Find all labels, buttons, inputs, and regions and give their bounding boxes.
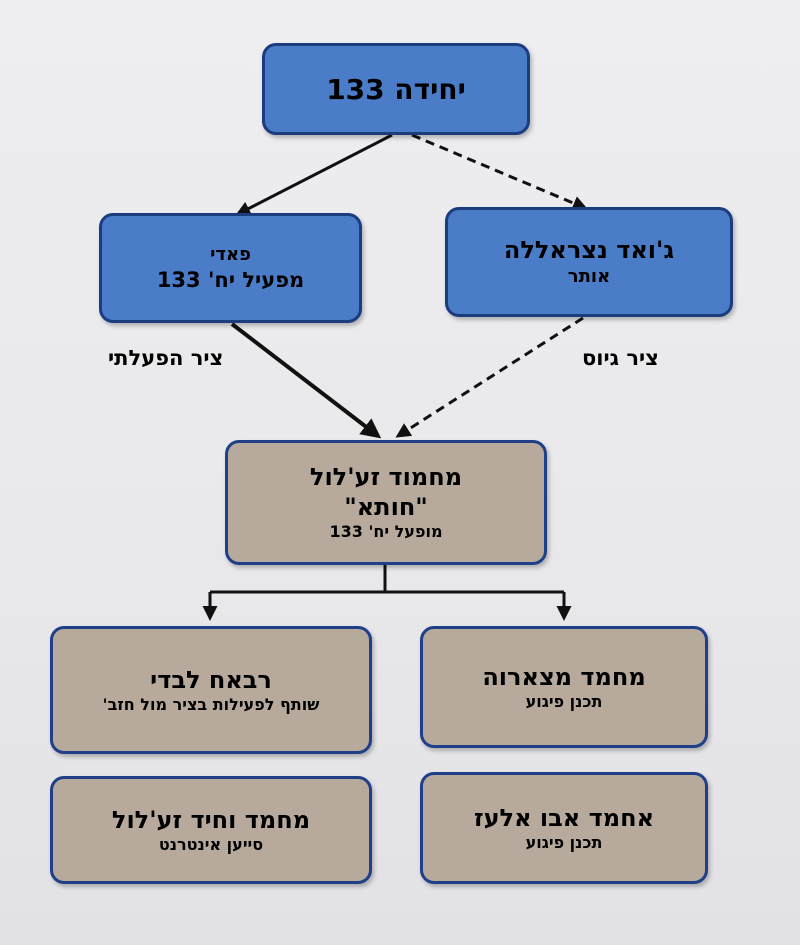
- fadi-role: מפעיל יח' 133: [156, 267, 305, 292]
- mahmoud-box: מחמוד זע'לול "חותא" מופעל יח' 133: [225, 440, 547, 565]
- jawad-role: אותר: [567, 266, 611, 288]
- mahmad-wahid-box: מחמד וחיד זע'לול סייען אינטרנט: [50, 776, 372, 884]
- ahmad-name: אחמד אבו אלעז: [473, 803, 655, 832]
- ahmad-box: אחמד אבו אלעז תכנן פיגוע: [420, 772, 708, 884]
- mahmad-masarwa-box: מחמד מצארוה תכנן פיגוע: [420, 626, 708, 748]
- unit-box: יחידה 133: [262, 43, 530, 135]
- unit-title: יחידה 133: [326, 72, 466, 106]
- mahmoud-nickname: "חותא": [344, 493, 428, 522]
- fadi-name: פאדי: [210, 244, 251, 266]
- jawad-name: ג'ואד נצראללה: [503, 236, 675, 265]
- rabah-box: רבאח לבדי שותף לפעילות בציר מול חזב': [50, 626, 372, 754]
- mahmad-masarwa-name: מחמד מצארוה: [482, 662, 646, 691]
- operational-link-label: ציר הפעלתי: [108, 346, 224, 370]
- arrow-unit-to-fadi: [235, 133, 393, 216]
- arrow-fadi-to-mahmoud: [230, 322, 382, 439]
- rabah-name: רבאח לבדי: [150, 665, 272, 694]
- fadi-box: פאדי מפעיל יח' 133: [99, 213, 362, 323]
- rabah-role: שותף לפעילות בציר מול חזב': [102, 694, 320, 714]
- recruitment-link-label: ציר גיוס: [582, 346, 659, 370]
- arrow-unit-to-jawad: [411, 133, 588, 211]
- mahmad-wahid-name: מחמד וחיד זע'לול: [111, 805, 311, 834]
- mahmad-masarwa-role: תכנן פיגוע: [525, 691, 603, 711]
- ahmad-role: תכנן פיגוע: [525, 832, 603, 852]
- mahmoud-name: מחמוד זע'לול: [309, 463, 463, 492]
- mahmoud-role: מופעל יח' 133: [329, 522, 443, 542]
- mahmad-wahid-role: סייען אינטרנט: [158, 834, 264, 854]
- arrow-jawad-to-mahmoud: [395, 316, 584, 438]
- jawad-box: ג'ואד נצראללה אותר: [445, 207, 733, 317]
